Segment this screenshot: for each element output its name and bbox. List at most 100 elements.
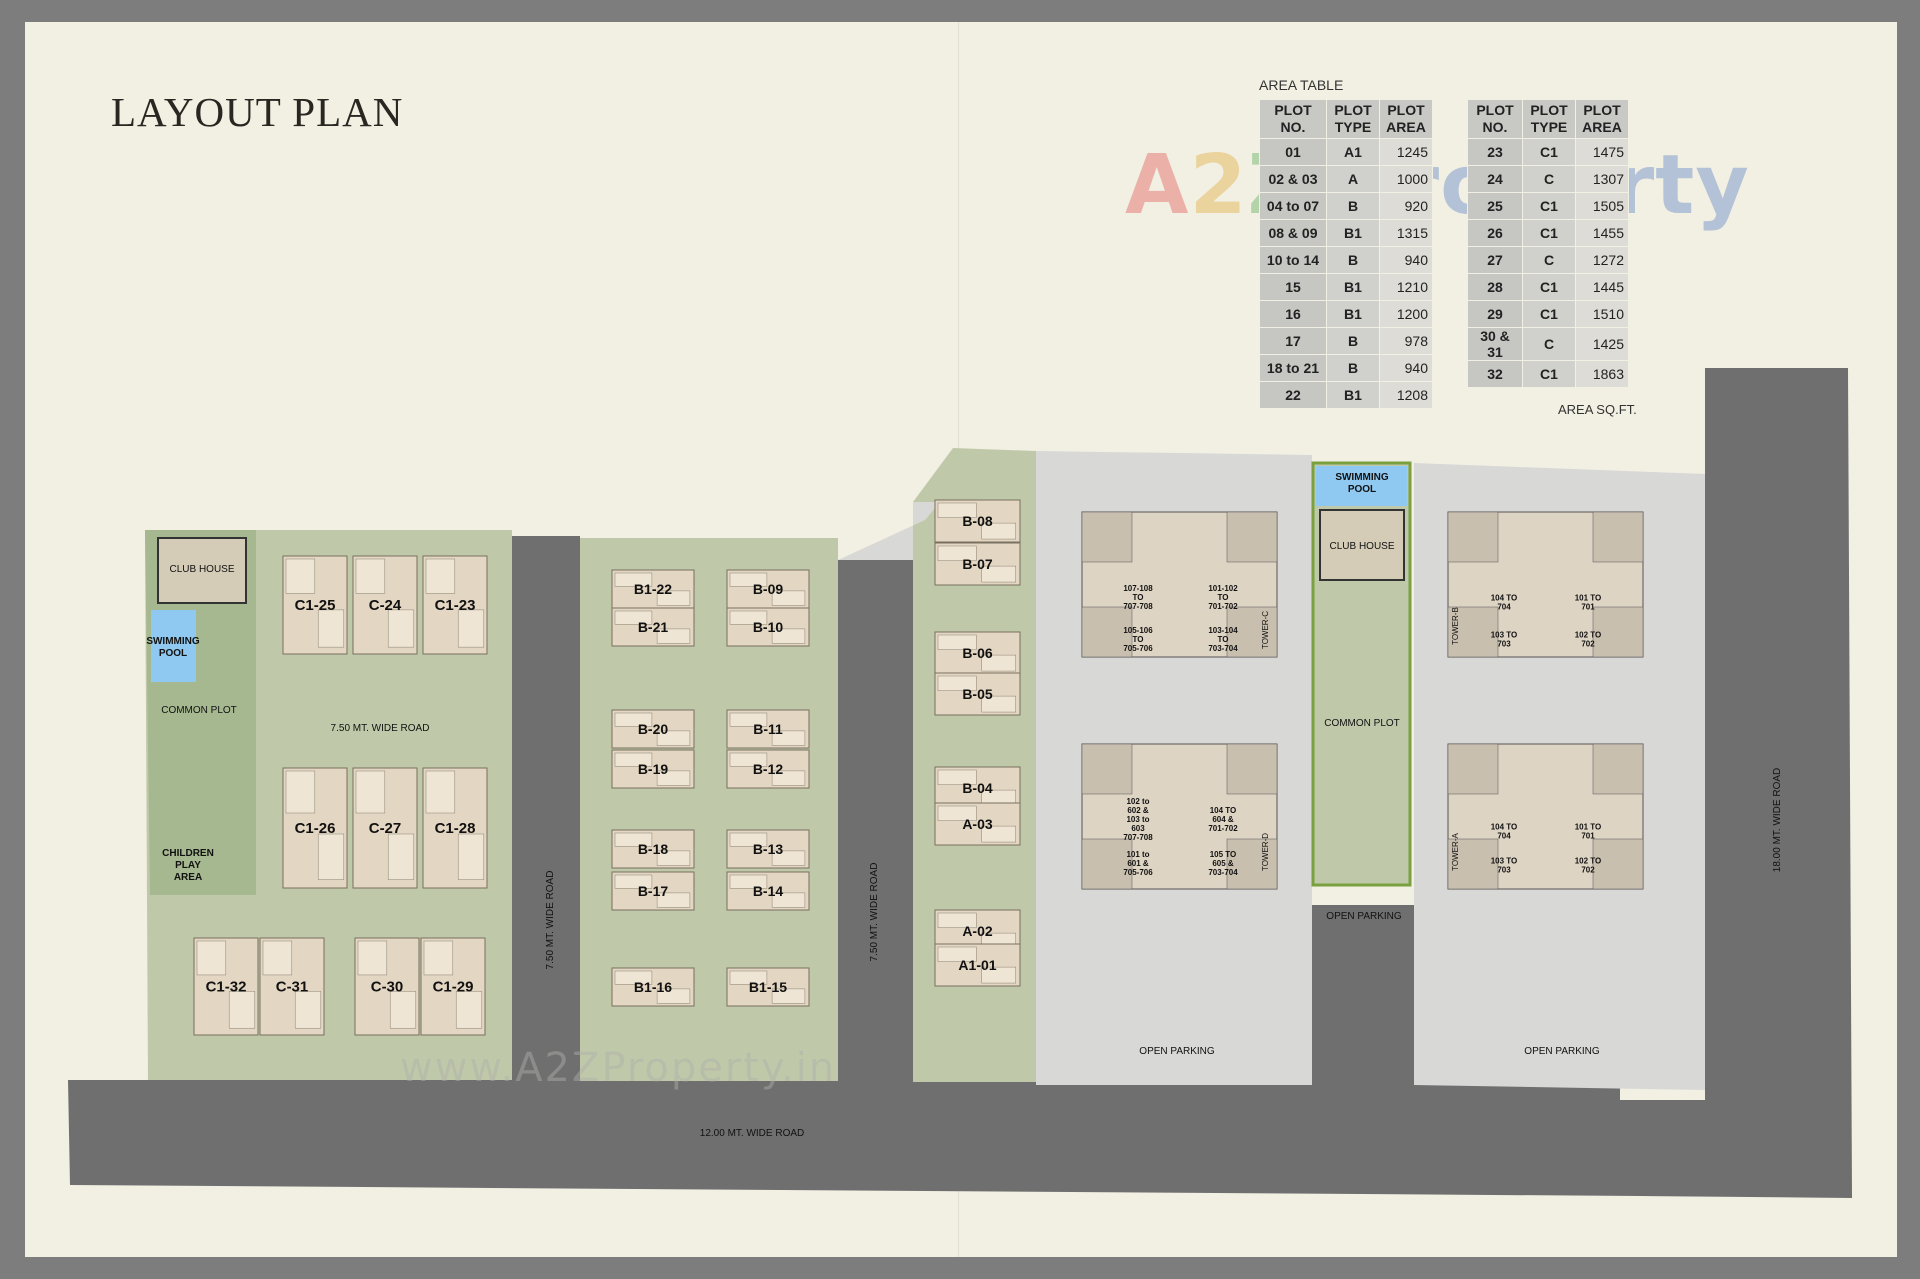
plot-type-cell: B1 [1326,381,1380,409]
tower-b-units-left-1-line: 704 [1497,603,1511,612]
plot-b-20-label: B-20 [638,721,669,737]
tower-c-units-left-1-line: 107-108 [1123,584,1153,593]
plot-c-30-room [357,940,388,976]
plot-b-09-label: B-09 [753,581,784,597]
club-house-left [157,537,247,604]
header-plot-area: PLOT AREA [1379,99,1433,139]
tower-c-units-left-2-line: TO [1133,635,1144,644]
plot-b-06-label: B-06 [962,645,993,661]
plot-c1-23-label: C1-23 [435,597,476,614]
plot-c1-26-room [285,770,316,814]
inner-road-left [512,536,580,1082]
tower-b-units-right-2-line: 702 [1581,640,1595,649]
plot-a-03-label: A-03 [962,816,993,832]
plot-b-08-label: B-08 [962,513,993,529]
plot-b-09-room [729,572,768,587]
plot-type-cell: C1 [1522,219,1576,247]
tower-a-units-left-2-line: 103 TO [1491,857,1518,866]
header-plot-no: PLOT NO. [1259,99,1327,139]
plot-area-cell: 1510 [1575,300,1629,328]
plot-no-cell: 29 [1467,300,1523,328]
tower-b-units-left-2-line: 103 TO [1491,631,1518,640]
road-label-side: 18.00 MT. WIDE ROAD [1772,768,1783,872]
tower-a-units-left-1-line: 704 [1497,832,1511,841]
tower-c-wing [1081,606,1133,658]
plot-area-cell: 1315 [1379,219,1433,247]
tower-a-units-right-1-line: 701 [1581,832,1595,841]
plot-no-cell: 22 [1259,381,1327,409]
parking-road [1311,905,1414,1085]
plot-a-03-room [937,805,977,821]
tower-b-name: TOWER-B [1451,607,1460,645]
plot-b1-22-room2 [656,590,691,606]
inner-road-middle [838,560,913,1082]
plot-no-cell: 23 [1467,138,1523,166]
tower-a-units-left-2-line: 703 [1497,866,1511,875]
plot-c-27-room2 [387,833,415,880]
tower-a-wing [1447,838,1499,890]
plot-b-10-label: B-10 [753,619,784,635]
tower-a-wing [1447,743,1499,795]
tower-c-wing [1226,606,1278,658]
tower-d-wing [1226,743,1278,795]
plot-area-cell: 1245 [1379,138,1433,166]
plot-area-cell: 978 [1379,327,1433,355]
plot-area-cell: 1425 [1575,327,1629,361]
plot-type-cell: B [1326,246,1380,274]
tower-a-wing [1592,743,1644,795]
children-play-label-line: PLAY [175,860,201,871]
plot-b-06-room2 [981,654,1016,672]
plot-b-17-label: B-17 [638,883,669,899]
tower-c-name: TOWER-C [1261,611,1270,649]
plot-b1-16-room [614,970,653,985]
plot-c1-25-room [285,558,316,594]
plot-type-cell: B [1326,192,1380,220]
plot-b-19-label: B-19 [638,761,669,777]
plot-b-20-room2 [656,730,691,746]
tower-d-units-left-1-line: 603 [1131,824,1145,833]
plot-b-06-room [937,634,977,650]
plot-b-13-room2 [771,850,806,866]
tower-c-units-left-1-line: TO [1133,593,1144,602]
tower-b-units-left-2-line: 703 [1497,640,1511,649]
tower-d-units-right-1-line: 604 & [1212,815,1234,824]
plot-b-07-room2 [981,565,1016,583]
plot-b-11-label: B-11 [753,721,783,737]
open-parking-label-2: OPEN PARKING [1326,911,1402,922]
tower-d-units-right-2-line: 105 TO [1210,850,1237,859]
plot-a-02-room [937,912,977,928]
tower-d-units-left-1-line: 602 & [1127,806,1149,815]
plot-b-21-room2 [656,628,691,644]
plot-a-02-label: A-02 [962,923,993,939]
plot-area-cell: 1445 [1575,273,1629,301]
club-house-label-right: CLUB HOUSE [1329,541,1394,552]
plot-area-cell: 1272 [1575,246,1629,274]
plot-no-cell: 15 [1259,273,1327,301]
plot-type-cell: B1 [1326,300,1380,328]
tower-a-name: TOWER-A [1451,833,1460,871]
tower-b-units-right-2-line: 102 TO [1575,631,1602,640]
tower-a-units-right-2-line: 702 [1581,866,1595,875]
tower-d-units-left-2-line: 601 & [1127,859,1149,868]
tower-b-units-right-1-line: 101 TO [1575,594,1602,603]
plot-type-cell: C1 [1522,360,1576,388]
header-plot-area: PLOT AREA [1575,99,1629,139]
plot-no-cell: 32 [1467,360,1523,388]
